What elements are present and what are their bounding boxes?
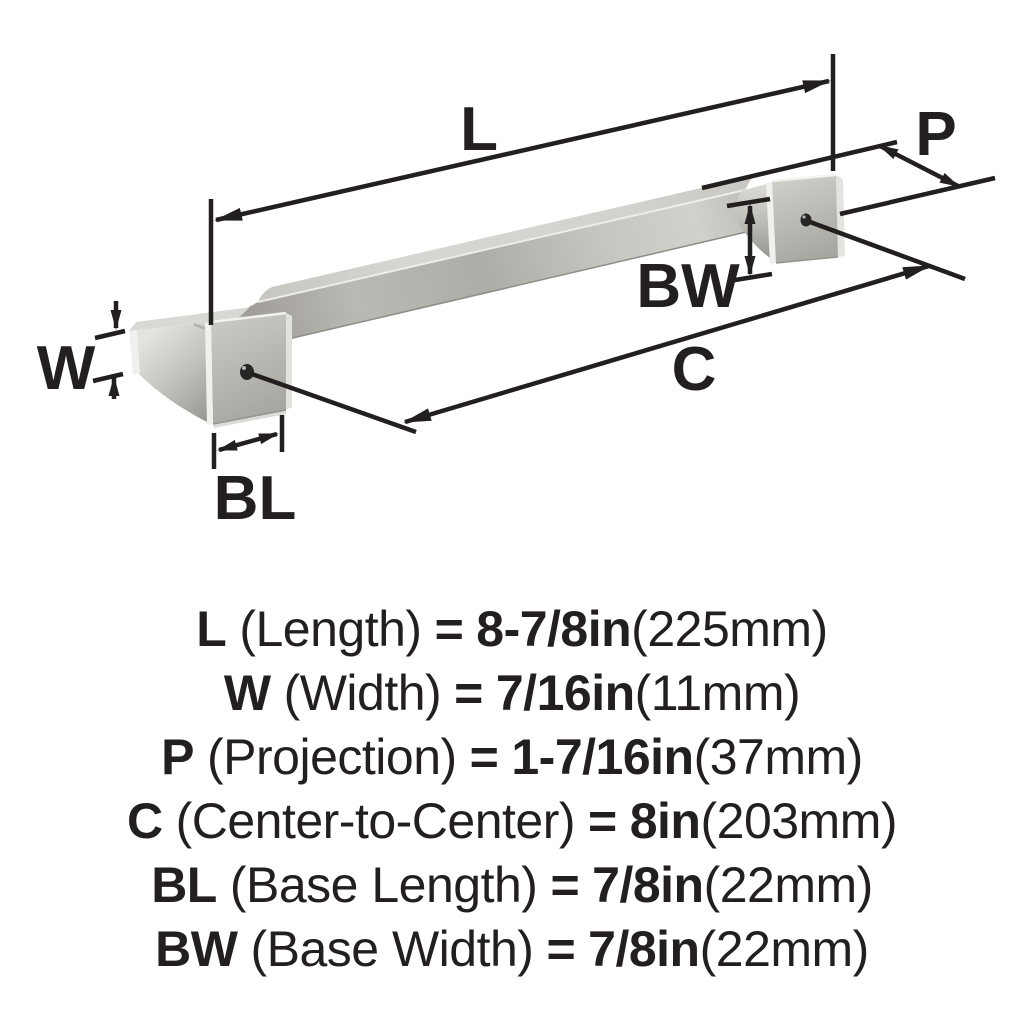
spec-line-width: W (Width) = 7/16in (11mm)	[0, 661, 1024, 725]
spec-code: P	[161, 729, 195, 785]
dim-BL-arrow	[217, 431, 279, 453]
right-base-bottom-edge	[775, 256, 839, 264]
dim-label-base-length: BL	[214, 464, 297, 533]
dim-label-projection: P	[915, 100, 956, 169]
spec-value: 8-7/8in	[476, 601, 632, 657]
spec-equals: =	[434, 601, 464, 657]
screw-hole-left-glint	[242, 366, 246, 370]
dimension-lines	[92, 54, 996, 469]
bar-front-face	[236, 190, 759, 341]
left-base-bottom-edge	[212, 409, 287, 425]
spec-equals: =	[546, 921, 576, 977]
spec-line-projection: P (Projection) = 1-7/16in (37mm)	[0, 725, 1024, 789]
dim-C-leader-right	[809, 219, 966, 282]
dim-BW-tick-upper	[726, 196, 771, 209]
spec-line-length: L (Length) = 8-7/8in (225mm)	[0, 597, 1024, 661]
spec-value: 7/8in	[588, 921, 700, 977]
dim-label-width: W	[37, 334, 96, 403]
spec-value: 7/16in	[495, 665, 635, 721]
left-base-bottom-bevel	[213, 410, 286, 428]
spec-line-base-width: BW (Base Width) = 7/8in (22mm)	[0, 917, 1024, 981]
spec-code: L	[196, 601, 227, 657]
dim-label-length: L	[460, 95, 498, 164]
spec-value: 7/8in	[592, 857, 704, 913]
spec-value: 8in	[629, 793, 701, 849]
screw-hole-right-glint	[802, 215, 806, 219]
spec-line-base-length: BL (Base Length) = 7/8in (22mm)	[0, 853, 1024, 917]
screw-hole-right	[800, 213, 812, 227]
spec-equals: =	[588, 793, 617, 849]
spec-list: L (Length) = 8-7/8in (225mm) W (Width) =…	[0, 597, 1024, 981]
dim-label-center: C	[672, 335, 717, 404]
dim-C-arrow	[403, 263, 931, 425]
spec-equals: =	[469, 729, 499, 785]
spec-equals: =	[550, 857, 580, 913]
dim-label-base-width: BW	[636, 252, 740, 321]
spec-code: BL	[151, 857, 217, 913]
spec-code: C	[126, 793, 163, 849]
spec-name: (Width)	[283, 665, 442, 721]
spec-metric: (203mm)	[700, 793, 898, 849]
dim-P-extension-upper	[701, 139, 898, 191]
dim-W-tick-upper	[94, 328, 126, 341]
dim-C-leader-left	[251, 371, 417, 435]
left-base-flare	[137, 322, 211, 424]
spec-equals: =	[454, 665, 483, 721]
spec-line-center: C (Center-to-Center) = 8in (203mm)	[0, 789, 1024, 853]
spec-name: (Base Length)	[229, 857, 538, 913]
spec-name: (Center-to-Center)	[175, 793, 576, 849]
dim-P-arrow	[878, 143, 960, 189]
left-base-top-highlight	[210, 311, 287, 324]
dim-P-extension-lower	[839, 175, 996, 217]
spec-metric: (22mm)	[703, 857, 874, 913]
dim-L-arrow	[214, 78, 831, 223]
left-base-side	[286, 313, 292, 410]
spec-name: (Base Width)	[250, 921, 534, 977]
spec-metric: (22mm)	[699, 921, 870, 977]
left-base-left-bevel	[205, 322, 213, 425]
spec-name: (Projection)	[207, 729, 457, 785]
screw-hole-left	[240, 364, 254, 380]
spec-metric: (37mm)	[693, 729, 864, 785]
spec-code: BW	[155, 921, 238, 977]
dim-W-tick-lower	[92, 371, 124, 384]
spec-value: 1-7/16in	[511, 729, 694, 785]
spec-metric: (225mm)	[631, 601, 828, 657]
spec-metric: (11mm)	[634, 665, 801, 721]
spec-code: W	[223, 665, 271, 721]
spec-name: (Length)	[239, 601, 422, 657]
left-base-tip-highlight	[129, 330, 140, 375]
